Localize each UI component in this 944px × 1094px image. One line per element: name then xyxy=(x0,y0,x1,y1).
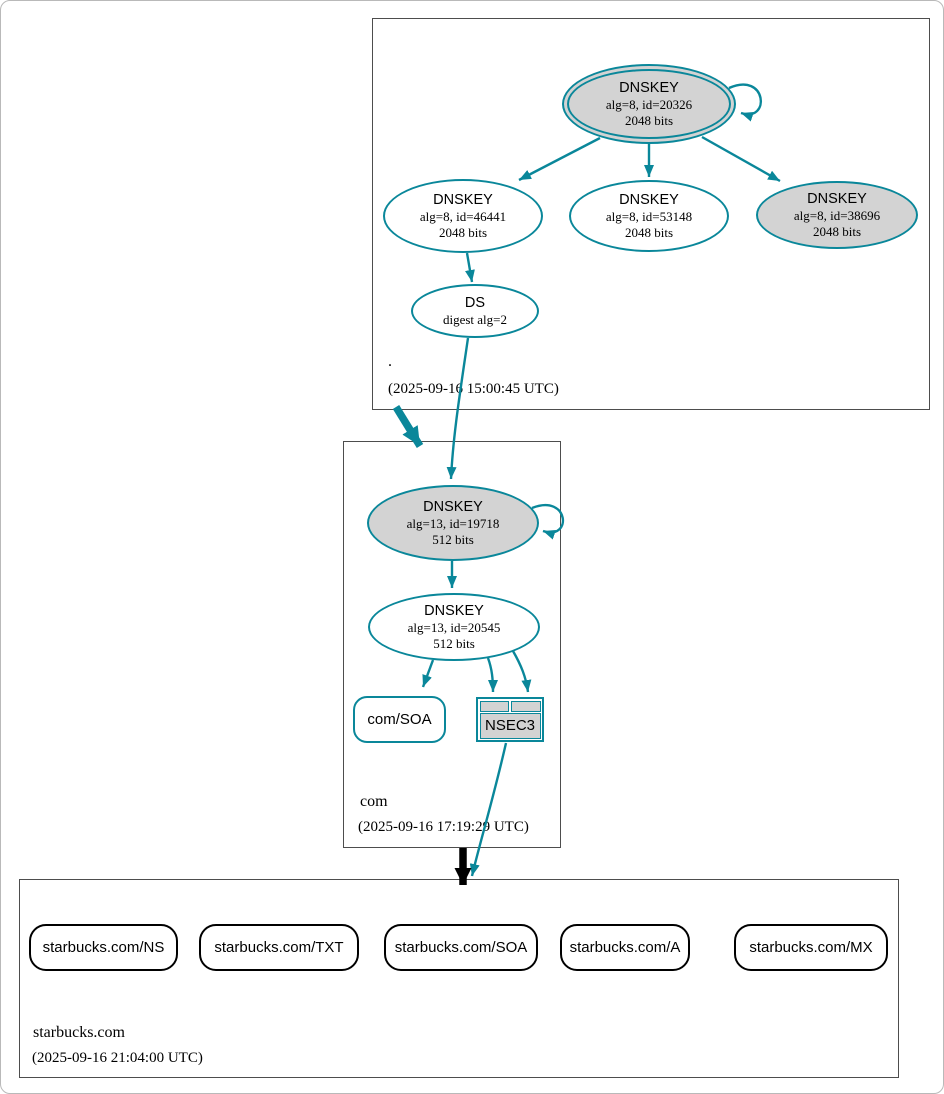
rrset-label: starbucks.com/A xyxy=(569,939,681,956)
node-com-soa-rrset[interactable]: com/SOA xyxy=(353,696,446,743)
nsec3-label: NSEC3 xyxy=(479,713,541,739)
node-detail: 2048 bits xyxy=(624,112,674,128)
node-starbucks-ns-rrset[interactable]: starbucks.com/NS xyxy=(29,924,178,971)
zone-timestamp-com: (2025-09-16 17:19:29 UTC) xyxy=(358,819,529,835)
node-root-dnskey-38696[interactable]: DNSKEY alg=8, id=38696 2048 bits xyxy=(756,181,918,249)
rrset-label: starbucks.com/MX xyxy=(749,939,873,956)
node-detail: 512 bits xyxy=(432,531,474,547)
node-detail: alg=8, id=46441 xyxy=(419,209,507,225)
node-detail: digest alg=2 xyxy=(442,312,508,328)
node-title: DNSKEY xyxy=(619,79,679,96)
node-detail: alg=8, id=38696 xyxy=(793,208,881,224)
rrset-label: starbucks.com/SOA xyxy=(394,939,528,956)
node-title: DNSKEY xyxy=(807,190,867,207)
node-detail: 2048 bits xyxy=(438,224,488,240)
nsec3-header-row xyxy=(479,700,541,712)
node-starbucks-txt-rrset[interactable]: starbucks.com/TXT xyxy=(199,924,359,971)
node-title: DNSKEY xyxy=(433,191,493,208)
node-root-dnskey-20326[interactable]: DNSKEY alg=8, id=20326 2048 bits xyxy=(562,64,736,144)
node-detail: 2048 bits xyxy=(812,223,862,239)
node-title: DNSKEY xyxy=(619,191,679,208)
zone-box-starbucks xyxy=(19,879,899,1078)
rrset-label: starbucks.com/TXT xyxy=(214,939,344,956)
node-com-dnskey-20545[interactable]: DNSKEY alg=13, id=20545 512 bits xyxy=(368,593,540,661)
node-detail: alg=8, id=20326 xyxy=(605,97,693,113)
zone-name-com: com xyxy=(360,793,388,810)
node-starbucks-soa-rrset[interactable]: starbucks.com/SOA xyxy=(384,924,538,971)
zone-timestamp-starbucks: (2025-09-16 21:04:00 UTC) xyxy=(32,1050,203,1066)
node-root-ds[interactable]: DS digest alg=2 xyxy=(411,284,539,338)
node-detail: 2048 bits xyxy=(624,224,674,240)
zone-name-root: . xyxy=(388,353,392,370)
node-detail: alg=8, id=53148 xyxy=(605,209,693,225)
node-starbucks-mx-rrset[interactable]: starbucks.com/MX xyxy=(734,924,888,971)
nsec3-cell-left xyxy=(479,700,509,712)
node-title: DS xyxy=(464,294,486,311)
zone-box-root xyxy=(372,18,930,410)
node-root-dnskey-53148[interactable]: DNSKEY alg=8, id=53148 2048 bits xyxy=(569,180,729,252)
node-detail: 512 bits xyxy=(433,635,475,651)
zone-timestamp-root: (2025-09-16 15:00:45 UTC) xyxy=(388,381,559,397)
node-title: DNSKEY xyxy=(423,498,483,515)
node-com-nsec3[interactable]: NSEC3 xyxy=(476,697,544,742)
rrset-label: starbucks.com/NS xyxy=(42,939,165,956)
node-root-dnskey-46441[interactable]: DNSKEY alg=8, id=46441 2048 bits xyxy=(383,179,543,253)
zone-name-starbucks: starbucks.com xyxy=(33,1024,125,1041)
node-detail: alg=13, id=20545 xyxy=(407,620,501,636)
node-detail: alg=13, id=19718 xyxy=(406,516,500,532)
rrset-label: com/SOA xyxy=(367,711,432,728)
nsec3-cell-right xyxy=(511,700,541,712)
node-title: DNSKEY xyxy=(424,602,484,619)
node-com-dnskey-19718[interactable]: DNSKEY alg=13, id=19718 512 bits xyxy=(367,485,539,561)
node-starbucks-a-rrset[interactable]: starbucks.com/A xyxy=(560,924,690,971)
